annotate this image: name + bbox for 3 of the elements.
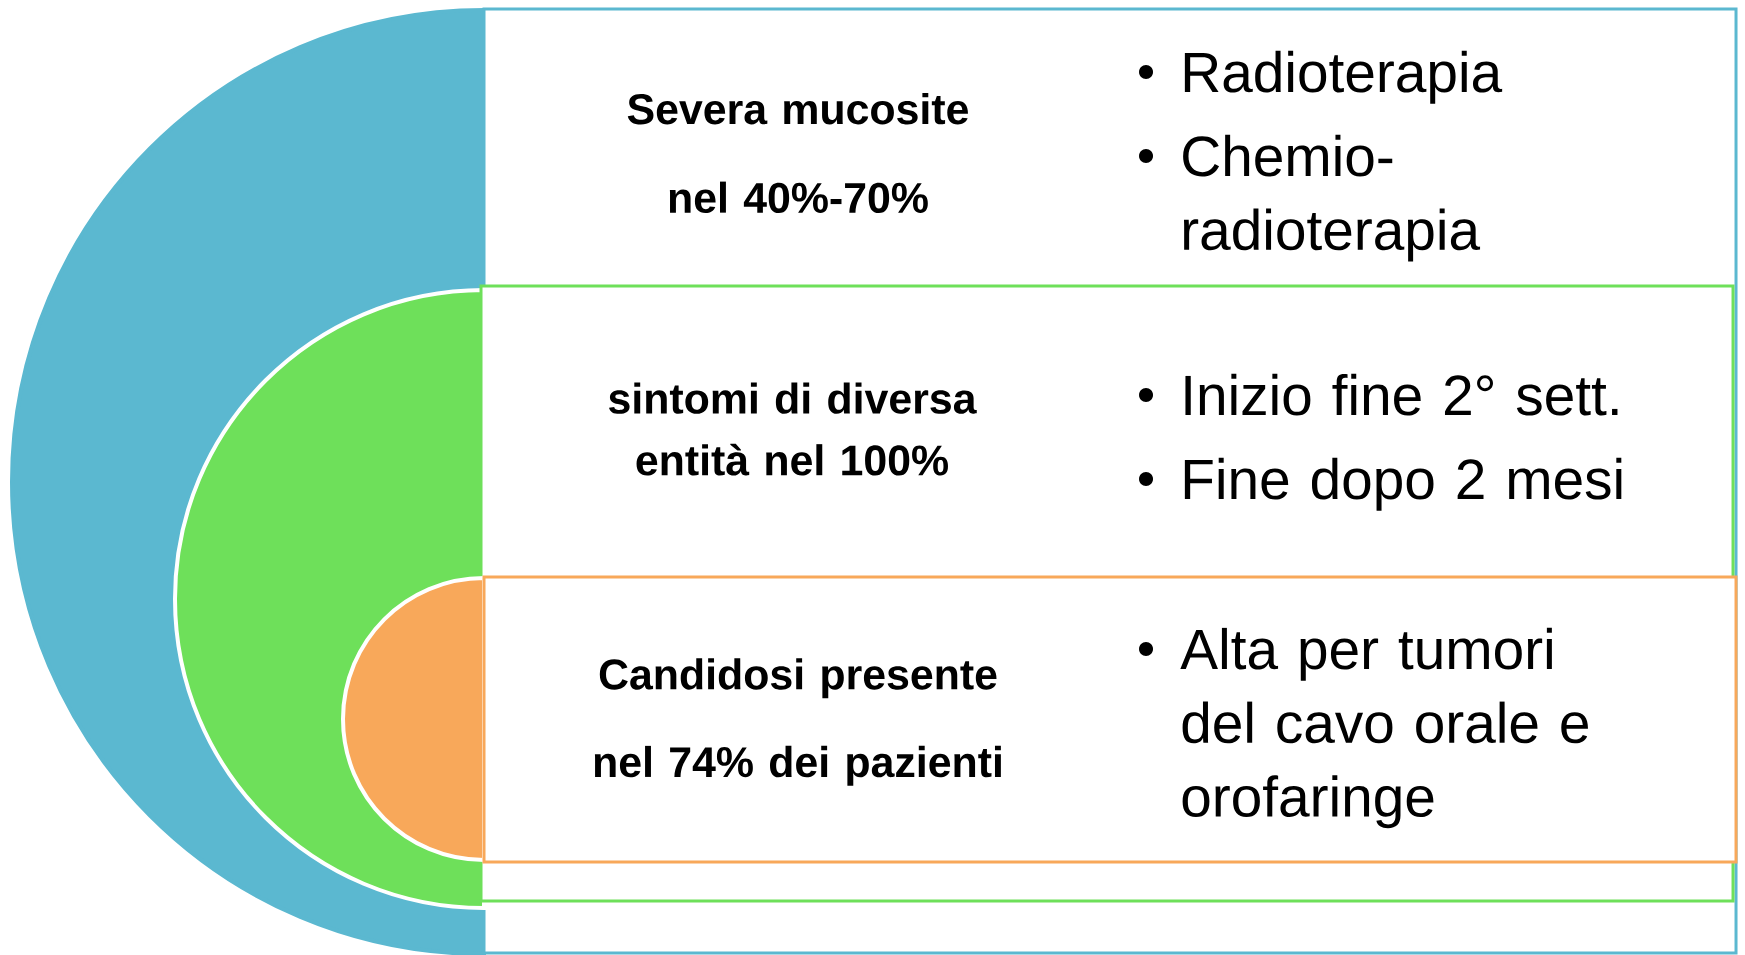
bullet-text: Chemio-radioterapia [1183, 134, 1481, 262]
heading: Severa mucosite nel 40%-70% [627, 92, 968, 214]
bullet-text: Radioterapia [1184, 50, 1503, 104]
